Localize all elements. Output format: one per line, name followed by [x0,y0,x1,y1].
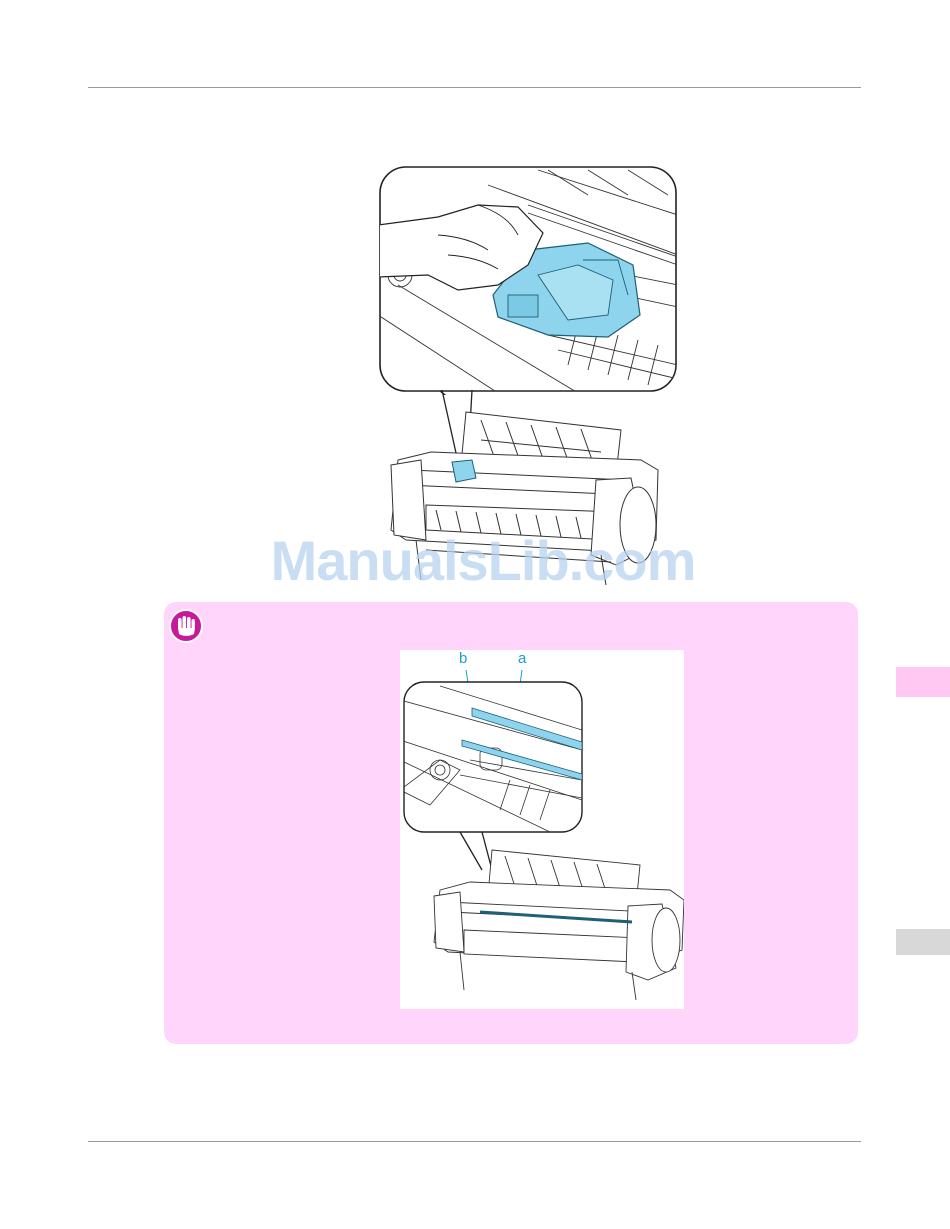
zoom-detail-carriage [378,165,678,395]
chapter-tab[interactable] [896,929,950,955]
callout-label-a: a [518,650,526,667]
carriage-cleaning-illustration [378,165,678,395]
footer-rule [88,1141,861,1142]
watermark-text: ManualsLib.com [268,528,698,593]
header-rule [88,87,861,88]
chapter-tab-active[interactable] [896,667,950,697]
callout-label-b: b [459,650,467,667]
rail-and-platen-drawing [400,650,684,1009]
note-illustration-panel: b a [400,650,684,1009]
important-hand-icon [168,608,204,644]
